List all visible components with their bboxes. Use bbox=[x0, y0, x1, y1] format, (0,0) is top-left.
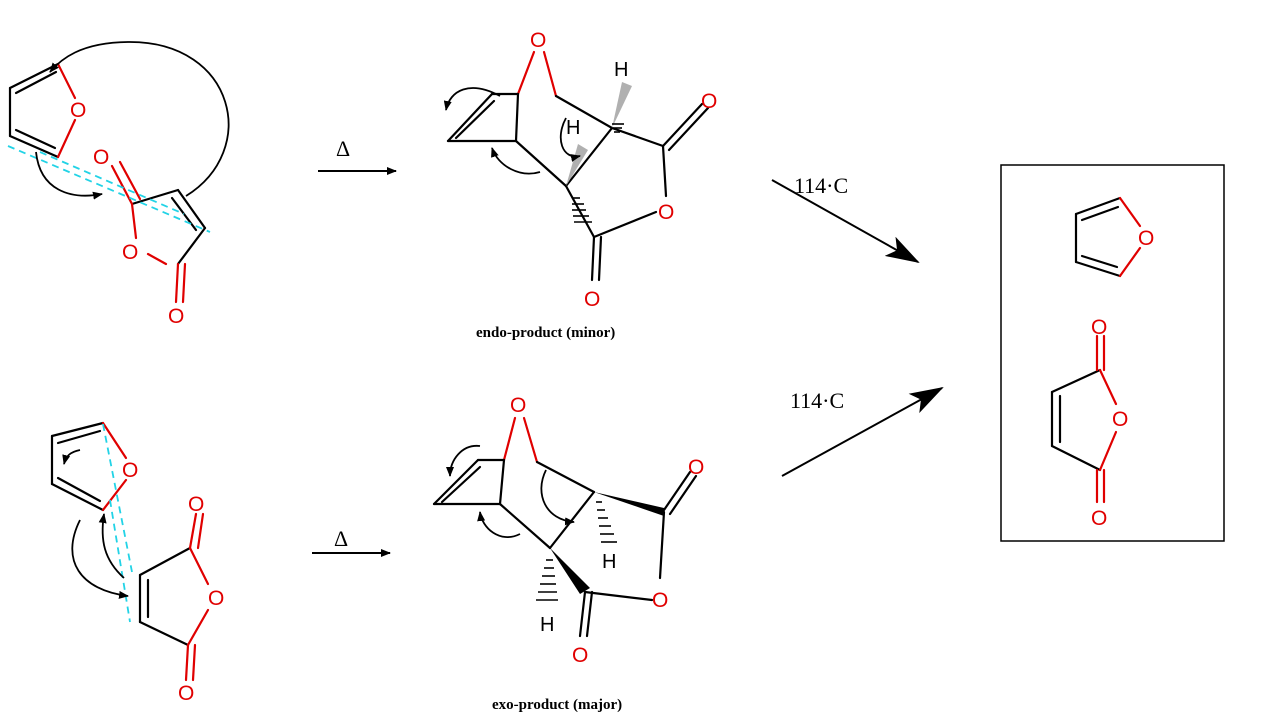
exo-wedge-1 bbox=[594, 492, 664, 516]
retro-arrow-bottom: 114·C bbox=[781, 387, 944, 477]
furan-top: O bbox=[8, 62, 86, 159]
endo-curved-arrow-2 bbox=[491, 147, 541, 175]
ring-oxygen-bottom: O bbox=[208, 587, 224, 610]
endo-reactants: O O O O bbox=[7, 41, 230, 328]
hash-bond-exo-1 bbox=[596, 501, 617, 543]
exo-product: O O O O H H bbox=[432, 394, 704, 713]
exo-oxygen-carbonyl-1: O bbox=[688, 456, 704, 479]
boxed-carbonyl-oxygen-2: O bbox=[1091, 507, 1107, 530]
temperature-top: 114·C bbox=[794, 173, 848, 198]
curved-arrow-1 bbox=[49, 41, 230, 197]
maleic-anhydride-bottom: O O O bbox=[138, 493, 224, 705]
furan-oxygen-bottom: O bbox=[122, 459, 138, 482]
hydrogen-exo-1: H bbox=[602, 551, 616, 573]
furan-oxygen: O bbox=[70, 99, 86, 122]
bridge-oxygen-endo: O bbox=[530, 29, 546, 52]
forming-bond-3 bbox=[102, 423, 133, 573]
maleic-anhydride-boxed: O O O bbox=[1050, 316, 1128, 530]
boxed-furan-oxygen: O bbox=[1138, 227, 1154, 250]
exo-caption: exo-product (major) bbox=[492, 697, 622, 713]
furan-boxed: O bbox=[1074, 196, 1154, 278]
ring-oxygen: O bbox=[122, 241, 138, 264]
boxed-ring-oxygen: O bbox=[1112, 408, 1128, 431]
carbonyl-oxygen-2: O bbox=[168, 305, 184, 328]
carbonyl-oxygen-3: O bbox=[188, 493, 204, 516]
hydrogen-mid: H bbox=[566, 117, 580, 139]
carbonyl-oxygen-1: O bbox=[93, 146, 109, 169]
h-wedge-mid bbox=[566, 144, 588, 186]
heat-arrow-bottom: Δ bbox=[312, 526, 391, 557]
heat-symbol-top: Δ bbox=[336, 136, 350, 161]
hash-bond-endo-1 bbox=[612, 123, 624, 133]
curved-arrow-2 bbox=[35, 151, 103, 200]
exo-oxygen-carbonyl-2: O bbox=[572, 644, 588, 667]
hydrogen-exo-2: H bbox=[540, 614, 554, 636]
exo-curved-arrow-2 bbox=[477, 511, 521, 538]
hash-bond-exo-2 bbox=[536, 559, 558, 601]
endo-caption: endo-product (minor) bbox=[476, 325, 615, 341]
exo-curved-arrow-1 bbox=[446, 445, 481, 477]
carbonyl-oxygen-4: O bbox=[178, 682, 194, 705]
temperature-bottom: 114·C bbox=[790, 388, 844, 413]
heat-symbol-bottom: Δ bbox=[334, 526, 348, 551]
h-wedge-top bbox=[612, 82, 632, 128]
exo-wedge-2 bbox=[550, 548, 590, 594]
forming-bond-1 bbox=[7, 145, 211, 233]
starting-materials-box: O O O O bbox=[1000, 164, 1225, 542]
curved-arrow-3 bbox=[62, 449, 81, 465]
endo-curved-arrow-3 bbox=[559, 117, 581, 162]
box-frame bbox=[1000, 164, 1225, 542]
endo-oxygen-carbonyl-2: O bbox=[584, 288, 600, 311]
forming-bond-4 bbox=[109, 499, 131, 623]
hydrogen-top: H bbox=[614, 59, 628, 81]
exo-reactants: O O O O bbox=[50, 421, 224, 705]
endo-curved-arrow-1 bbox=[443, 87, 501, 111]
boxed-carbonyl-oxygen-1: O bbox=[1091, 316, 1107, 339]
exo-oxygen-ring: O bbox=[652, 589, 668, 612]
furan-bottom: O bbox=[50, 421, 138, 512]
endo-oxygen-ring: O bbox=[658, 201, 674, 224]
forming-bond-2 bbox=[39, 151, 185, 215]
hash-bond-endo-2 bbox=[572, 197, 592, 223]
endo-oxygen-carbonyl-1: O bbox=[701, 90, 717, 113]
bridge-oxygen-exo: O bbox=[510, 394, 526, 417]
heat-arrow-top: Δ bbox=[318, 136, 397, 175]
retro-arrow-top: 114·C bbox=[771, 173, 920, 263]
curved-arrow-5 bbox=[98, 513, 125, 579]
endo-product: O O O O H H bbox=[443, 29, 717, 341]
curved-arrow-4 bbox=[71, 519, 129, 599]
maleic-anhydride-top: O O O bbox=[93, 146, 207, 328]
exo-curved-arrow-3 bbox=[540, 469, 575, 526]
